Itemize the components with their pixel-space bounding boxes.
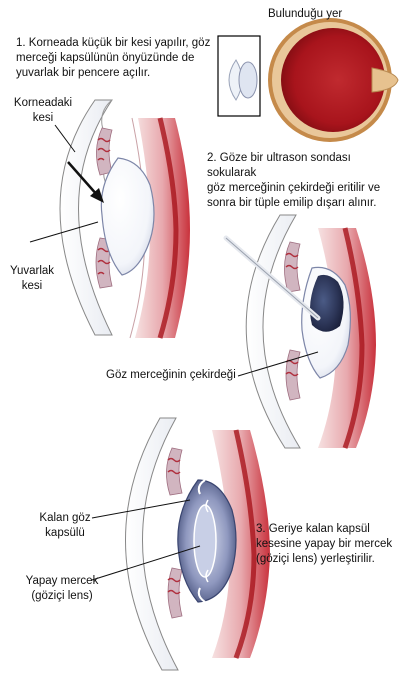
intraocular-lens [193, 479, 217, 603]
panel2-nucleus [310, 274, 344, 332]
panel1-iris-lower [95, 237, 113, 289]
round-incision-label: Yuvarlak kesi [9, 265, 55, 292]
step2-text: 2. Göze bir ultrason sondası sokularak g… [207, 152, 381, 209]
step1-text: 1. Korneada küçük bir kesi yapılır, göz … [16, 37, 211, 79]
remaining-capsule-label: Kalan göz kapsülü [39, 512, 91, 539]
location-eyeball [217, 18, 399, 142]
panel1-iris-upper [96, 127, 113, 176]
location-highlight-box [217, 35, 261, 117]
panel1-lens [100, 157, 155, 276]
corneal-incision-label: Korneadaki kesi [13, 97, 73, 124]
lens-nucleus-label: Göz merceğinin çekirdeği [106, 369, 236, 381]
step3-text: 3. Geriye kalan kapsül kesesine yapay bi… [256, 523, 393, 565]
artificial-lens-label: Yapay mercek (göziçi lens) [25, 575, 99, 602]
location-title: Bulunduğu yer [268, 8, 343, 20]
panel1-arrow [67, 161, 99, 197]
panel2-eye-illustration [223, 214, 376, 449]
panel1-eye-illustration [29, 99, 190, 339]
panel3-eye-illustration [91, 417, 270, 671]
